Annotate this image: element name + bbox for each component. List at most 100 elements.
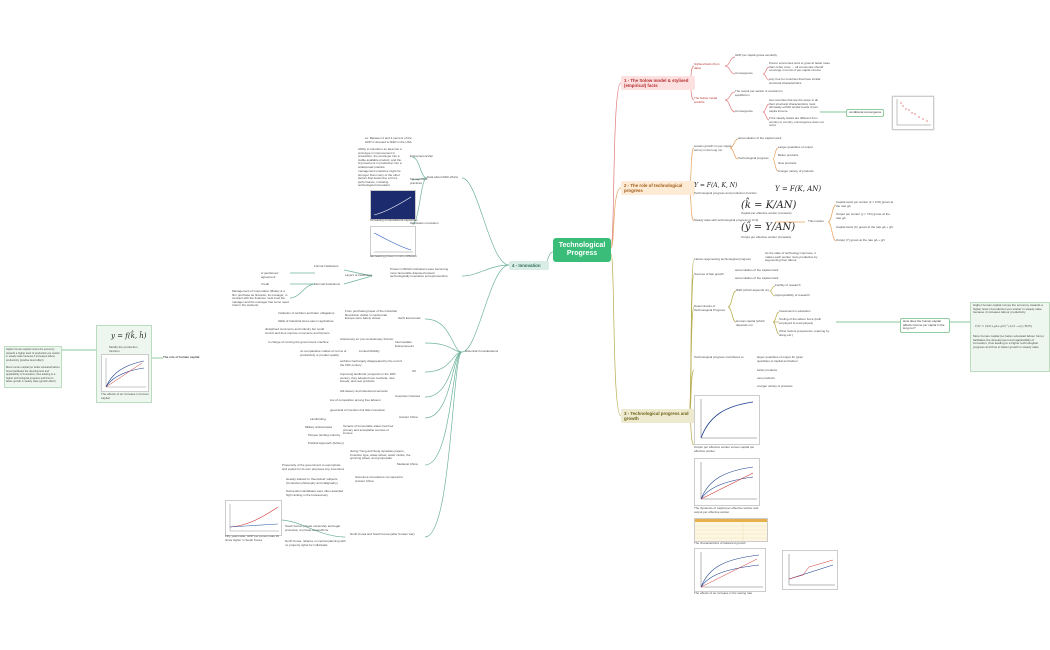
node-pre-rev[interactable]: Intermediate Entrepreneurs [395,340,415,348]
node-techprog[interactable]: Technological progress [738,156,769,160]
node-sustain[interactable]: sustain growth (in per capita terms) in … [694,144,732,152]
node-uk[interactable]: UK [412,369,417,373]
node-src-b[interactable]: accumulation of the capital stock [735,276,779,280]
node-serfs-a[interactable]: Institution of serfdom and labor obligat… [278,311,335,315]
node-uk-a[interactable]: serfdom had largely disappeared by the e… [340,359,402,367]
node-rd-b[interactable]: Appropriability of research [775,293,810,297]
node-serfs-c[interactable]: Skills of Industrial times saw in agricu… [278,319,334,323]
node-gdp[interactable]: GDP per capita grows secularly [735,53,777,57]
node-credit[interactable]: Credit [261,282,270,286]
node-entrepreneurship[interactable]: Entrepreneurship [410,154,434,158]
branch-innovation[interactable]: 4 - Innovation [509,261,549,270]
node-rd-a[interactable]: Fertility of research [775,283,801,287]
node-china-c[interactable]: Military aristocracies [305,425,333,429]
node-sources[interactable]: Sources of fast growth [694,272,724,276]
node-med-e[interactable]: Sometime innovations not spread to Ancie… [355,475,403,483]
node-colonies[interactable]: American Colonies [395,394,421,398]
node-korea-b[interactable]: North Korea: reliance on central plannin… [285,539,346,547]
node-korea[interactable]: North Korea and South Korea (after Korea… [350,532,415,536]
node-med-a[interactable]: during T'ang and Sung dynasties papers, … [350,449,411,461]
node-eq3-label[interactable]: Capital per effective worker (constant) [741,211,792,215]
node-imp-c[interactable]: Capital stock (K) grows at the rate gA +… [836,225,893,229]
node-med-d[interactable]: Successful candidates were often awarded… [286,489,344,497]
branch-growth[interactable]: 3 - Technological progress and growth [621,409,695,423]
node-hist[interactable]: Historical Considerations [465,349,499,353]
node-ct-d[interactable]: a larger variety of products [757,384,793,388]
node-med-c[interactable]: Heavily slanted to 'theoretical' subject… [286,477,338,485]
node-pre-a[interactable]: disciplined commerce and industry but co… [265,327,330,335]
node-hc-a[interactable]: Investment in education [779,309,811,313]
node-uk-b[interactable]: Improving landlords' prospects in the 18… [340,372,396,384]
node-layers[interactable]: Layers of institutions [345,273,373,277]
node-rd-2[interactable]: Ability to transform an idea into a prot… [358,147,402,169]
node-layers-a[interactable]: Protect in British institutions were bec… [390,267,449,279]
node-question[interactable]: How does the human capital affects incom… [900,318,950,333]
node-eq4-label[interactable]: Output per effective worker (constant) [741,235,792,239]
node-pred-b[interactable]: two countries that are the same in all t… [769,98,819,113]
node-pred-c[interactable]: if the steady states are different from … [769,116,824,128]
node-rd-efforts[interactable]: Data about R&D efforts [427,175,458,179]
node-pred-a[interactable]: The output per worker is constant in equ… [735,89,783,97]
node-china-e[interactable]: Political Approach (bribery) [308,441,344,445]
node-imp-b[interactable]: Output per worker (y = Y/N) grows at the… [836,212,890,220]
node-mgmt-corp[interactable]: Management of Corporation (Busby & a fir… [232,289,289,308]
node-rd-1[interactable]: ex: Between 2 and 3 percent of the GDP i… [365,136,412,144]
node-convergence[interactable]: Convergence [735,71,753,75]
node-tp-d[interactable]: A larger variety of products [778,169,814,173]
node-pre-b[interactable]: Aristocracy as 'pre-revolutionary France… [340,337,394,341]
node-rd[interactable]: R&D (which depends on) [736,288,770,292]
node-rd-3[interactable]: management practices might be stronger t… [358,169,401,188]
node-korea-a[interactable]: South Korea: private ownership and legal… [285,524,340,532]
node-steady[interactable]: Steady state with technological progress… [694,218,759,222]
node-contrib[interactable]: Technological progress contributes to [694,355,744,359]
node-fn-label[interactable]: Technological progress and production fu… [694,191,757,195]
node-conv-a[interactable]: Poorer economies tend to grow at faster … [769,61,830,73]
node-hc-c[interactable]: Other factors (experience, learning by d… [779,329,830,337]
branch-role[interactable]: 2 - The role of technological progress [621,181,695,195]
node-conditional[interactable]: conditional convergence [846,109,885,117]
node-convergence2[interactable]: Convergence [735,109,753,113]
node-stylised[interactable]: Stylised facts (from data) [694,62,720,70]
node-conv-b[interactable]: only true for countries that have simila… [769,77,821,85]
node-ct-b[interactable]: better products [757,368,778,372]
node-pre-c[interactable]: In charge of running the government mach… [268,340,329,344]
node-informal[interactable]: Informal Institutions [314,282,341,286]
node-rule[interactable]: Formal Institutions [314,264,339,268]
node-human[interactable]: Human capital (which depends on) [736,319,765,327]
node-tp-b[interactable]: Better products [778,153,799,157]
node-digit[interactable]: Digitisation revolution [410,221,439,225]
node-gentlemen[interactable]: A 'gentlemen' agreement [261,271,279,279]
node-determinants[interactable]: Determinants of Technological Progress [694,304,726,312]
node-labour-a[interactable]: As the state of technology improves, it … [765,251,818,263]
node-imp-d[interactable]: Output (Y) grows at the rate gA + gN [836,238,885,242]
node-tp-a[interactable]: Larger quantities of output [778,145,813,149]
node-predicts[interactable]: The Solow model predicts [694,96,718,104]
node-imp-a[interactable]: Capital stock per worker (k = K/N) grows… [836,200,894,208]
node-implies[interactable]: This implies [808,219,824,223]
branch-solow[interactable]: 1 - The Solow model & stylised (empirica… [621,76,695,90]
node-serfs-b[interactable]: From purchasing lower of the industrial … [345,309,397,321]
caption-fig-b: decreasing prices in micro diffusion [370,254,417,258]
node-limited[interactable]: Limited Mobility [359,349,380,353]
node-hc-b[interactable]: Tooling of the labour force (both employ… [779,317,822,325]
node-china-b[interactable]: Landlording [310,417,326,421]
node-col-b[interactable]: low of competition among free labours [330,398,381,402]
node-accum[interactable]: accumulation of the capital stock [738,136,782,140]
node-china[interactable]: Ancient China [399,415,418,419]
node-limited-a[interactable]: no comparative market of norms of produc… [300,349,347,357]
node-human-capital[interactable]: The role of human capital [163,355,200,359]
node-serfs[interactable]: Serfs Economies [398,316,421,320]
node-china-f[interactable]: Tenants of honourable status had four pr… [343,424,394,436]
root-topic[interactable]: Technological Progress [553,238,611,262]
node-src-a[interactable]: accumulation of the capital stock [735,268,779,272]
node-labour[interactable]: Labour-augmenting technological progress [694,257,751,261]
node-col-a[interactable]: still slavery and indentured servants [340,389,388,393]
node-china-a[interactable]: good deal of invention but little innova… [330,408,386,412]
node-medieval[interactable]: Medieval China [397,462,418,466]
node-china-d[interactable]: Pioneer lending industry [308,433,341,437]
node-ct-a[interactable]: larger quantities of output for given qu… [757,355,804,363]
node-management[interactable]: Management practices [410,177,428,185]
node-ct-c[interactable]: new products [757,376,775,380]
node-med-b[interactable]: Propensity of the government to expropri… [282,463,345,471]
node-tp-c[interactable]: New products [778,161,797,165]
